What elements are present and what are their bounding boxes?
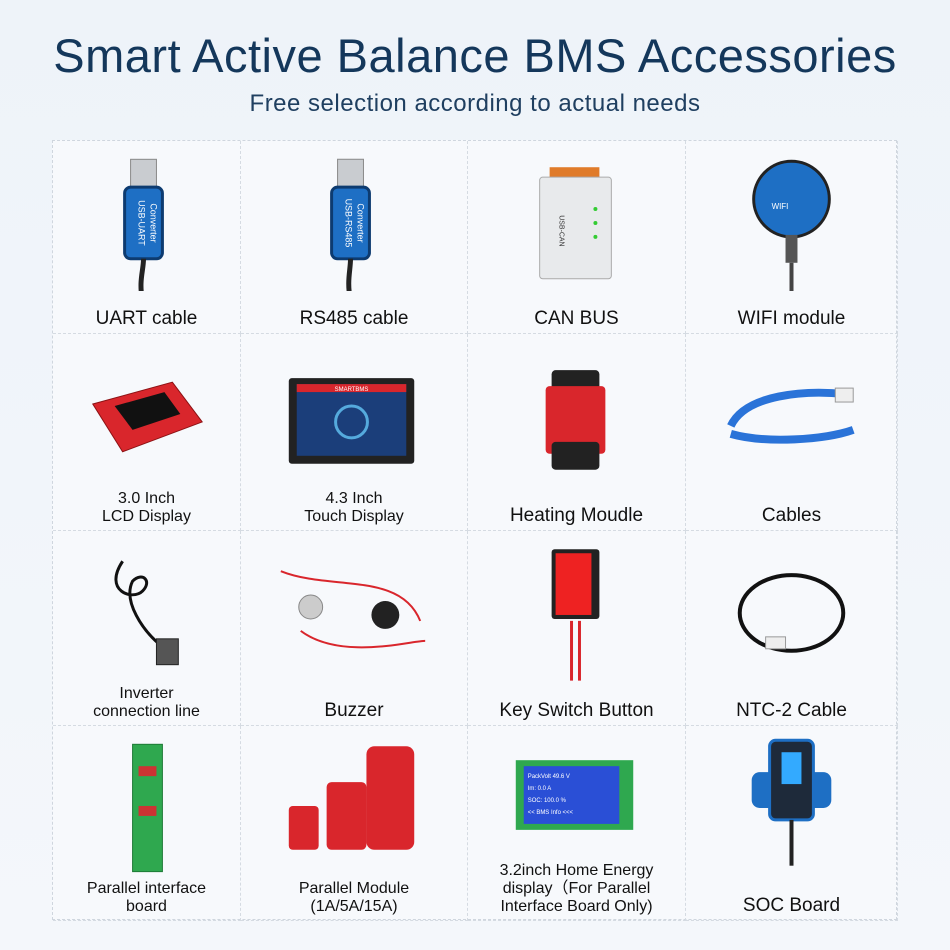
item-cables: Cables [686,334,898,531]
accessories-grid: USB-UART Converter UART cable USB-RS485 … [52,140,898,921]
item-home-energy-display: PackVolt 49.6 V Im: 0.0 A SOC: 100.0 % <… [468,726,686,921]
soc-board-image [751,738,832,866]
parallel-module-image [288,746,415,850]
lcd-display-image [92,381,203,453]
usb-print-label: USB-UART [137,200,147,246]
can-bus-module-image: USB-CAN [539,167,612,280]
usb-print-label: USB-RS485 [344,199,354,248]
brand-label: Converter [355,203,365,242]
wifi-module-image: WIFI [752,159,831,291]
ribbon-cables-image [727,387,855,444]
item-label: Parallel Module(1A/5A/15A) [298,880,410,915]
rocker-switch-image [551,549,600,681]
item-label: CAN BUS [534,308,619,329]
svg-text:<< BMS Info <<<: << BMS Info <<< [528,810,574,816]
brand-label: Converter [148,203,158,242]
item-label: Cables [761,505,822,526]
ntc-cable-image [737,573,846,653]
item-label: RS485 cable [299,308,409,329]
item-uart-cable: USB-UART Converter UART cable [53,141,241,334]
parallel-board-image [132,743,163,873]
item-label: Key Switch Button [499,700,654,721]
item-key-switch: Key Switch Button [468,531,686,726]
item-parallel-module: Parallel Module(1A/5A/15A) [241,726,468,921]
item-heating-module: Heating Moudle [468,334,686,531]
item-label: Heating Moudle [509,505,644,526]
item-buzzer: Buzzer [241,531,468,726]
item-ntc-cable: NTC-2 Cable [686,531,898,726]
touch-display-image: SMARTBMS [288,378,415,464]
svg-text:Im: 0.0 A: Im: 0.0 A [528,786,552,792]
home-energy-display-image: PackVolt 49.6 V Im: 0.0 A SOC: 100.0 % <… [515,760,634,830]
item-label: NTC-2 Cable [736,700,847,721]
page-title: Smart Active Balance BMS Accessories [53,29,897,82]
heating-module-image [545,370,606,470]
usb-uart-cable-image: USB-UART Converter [123,158,164,291]
buzzer-image [280,570,426,649]
svg-text:PackVolt 49.6 V: PackVolt 49.6 V [528,774,570,780]
usb-rs485-cable-image: USB-RS485 Converter [330,158,371,291]
svg-text:WIFI: WIFI [772,202,789,211]
page-subtitle: Free selection according to actual needs [249,90,701,117]
item-can-bus: USB-CAN CAN BUS [468,141,686,334]
item-rs485-cable: USB-RS485 Converter RS485 cable [241,141,468,334]
item-wifi-module: WIFI WIFI module [686,141,898,334]
item-label: Buzzer [324,700,384,721]
svg-text:SOC: 100.0 %: SOC: 100.0 % [528,798,567,804]
item-soc-board: SOC Board [686,726,898,921]
inverter-cable-image [114,560,179,666]
svg-text:USB-CAN: USB-CAN [558,215,565,246]
item-label: UART cable [95,308,198,329]
item-label: SOC Board [742,895,841,916]
svg-text:SMARTBMS: SMARTBMS [335,387,369,393]
item-label: WIFI module [737,308,846,329]
